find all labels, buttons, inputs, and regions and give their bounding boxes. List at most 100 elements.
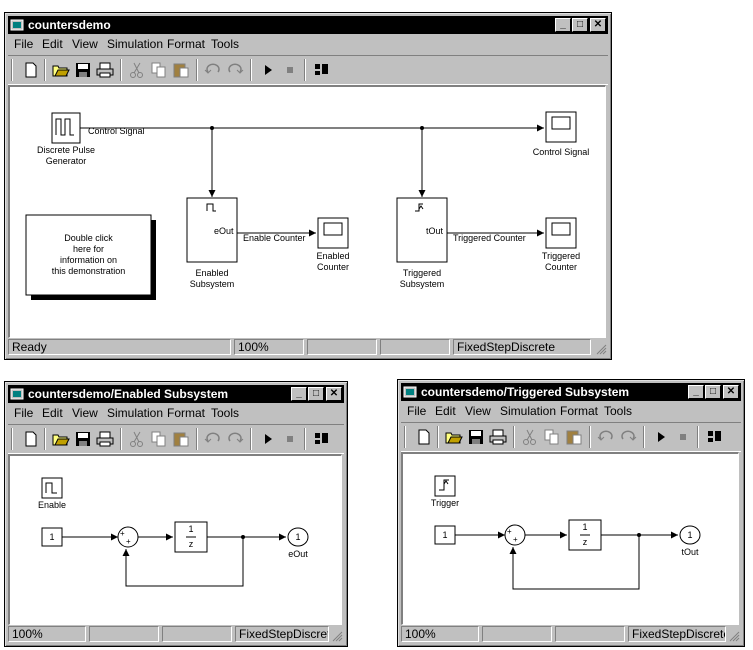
open-folder-icon[interactable] — [444, 427, 464, 447]
undo-icon[interactable] — [203, 60, 223, 80]
outport-block[interactable] — [679, 525, 701, 545]
stop-simulation-icon[interactable] — [280, 429, 300, 449]
toolbar-separator — [44, 428, 46, 450]
trigger-port-block[interactable] — [434, 475, 456, 497]
toolbar-separator — [643, 426, 645, 448]
save-icon[interactable] — [73, 60, 93, 80]
minimize-button[interactable]: _ — [291, 387, 307, 401]
toolbar-separator — [196, 428, 198, 450]
menu-simulation[interactable]: Simulation — [500, 404, 557, 418]
delay-denominator: z — [582, 537, 588, 547]
maximize-button[interactable]: □ — [705, 385, 721, 399]
copy-icon[interactable] — [149, 60, 169, 80]
simulink-app-icon — [403, 386, 417, 398]
status-cell-empty — [380, 339, 450, 355]
delay-denominator: z — [188, 539, 194, 549]
menu-view[interactable]: View — [465, 404, 491, 418]
undo-icon[interactable] — [203, 429, 223, 449]
feedback-line[interactable] — [122, 537, 244, 587]
paste-icon[interactable] — [171, 429, 191, 449]
open-folder-icon[interactable] — [51, 60, 71, 80]
redo-icon[interactable] — [225, 60, 245, 80]
title-bar[interactable]: countersdemo/Triggered Subsystem _□✕ — [401, 383, 741, 401]
resize-grip-icon[interactable] — [728, 630, 740, 642]
redo-icon[interactable] — [618, 427, 638, 447]
model-canvas[interactable]: Enable 1 + + 1 z 1 eOut — [8, 454, 342, 625]
maximize-button[interactable]: □ — [572, 18, 588, 32]
model-canvas[interactable]: Trigger 1 + + 1 z 1 tOut — [401, 452, 739, 625]
redo-icon[interactable] — [225, 429, 245, 449]
menu-format[interactable]: Format — [560, 404, 599, 418]
enable-counter-line-label: Enable Counter — [243, 233, 306, 243]
cut-icon[interactable] — [520, 427, 540, 447]
print-icon[interactable] — [95, 429, 115, 449]
print-icon[interactable] — [488, 427, 508, 447]
menu-view[interactable]: View — [72, 406, 98, 420]
menu-edit[interactable]: Edit — [42, 37, 63, 51]
close-button[interactable]: ✕ — [590, 18, 606, 32]
menu-format[interactable]: Format — [167, 406, 206, 420]
menu-edit[interactable]: Edit — [435, 404, 456, 418]
status-cell-empty — [307, 339, 377, 355]
stop-simulation-icon[interactable] — [673, 427, 693, 447]
status-bar: Ready 100% FixedStepDiscrete — [8, 338, 608, 356]
open-folder-icon[interactable] — [51, 429, 71, 449]
new-model-icon[interactable] — [21, 429, 41, 449]
triggered-subsystem-block[interactable] — [396, 197, 448, 263]
menu-bar: File Edit View Simulation Format Tools — [401, 402, 741, 421]
copy-icon[interactable] — [149, 429, 169, 449]
toolbar-grip — [11, 59, 13, 81]
save-icon[interactable] — [466, 427, 486, 447]
copy-icon[interactable] — [542, 427, 562, 447]
enabled-subsystem-block[interactable] — [186, 197, 238, 263]
menu-simulation[interactable]: Simulation — [107, 37, 164, 51]
library-browser-icon[interactable] — [312, 60, 332, 80]
minimize-button[interactable]: _ — [555, 18, 571, 32]
library-browser-icon[interactable] — [705, 427, 725, 447]
model-canvas[interactable]: Discrete Pulse Generator Control Signal … — [8, 85, 606, 338]
enabled-subsystem-label: Enabled Subsystem — [189, 268, 235, 289]
outport-block[interactable] — [287, 527, 309, 547]
stop-simulation-icon[interactable] — [280, 60, 300, 80]
sum-sign-bottom: + — [126, 537, 131, 546]
control-signal-line-label: Control Signal — [88, 126, 145, 136]
cut-icon[interactable] — [127, 60, 147, 80]
close-button[interactable]: ✕ — [326, 387, 342, 401]
close-button[interactable]: ✕ — [723, 385, 739, 399]
maximize-button[interactable]: □ — [308, 387, 324, 401]
menu-file[interactable]: File — [407, 404, 427, 418]
save-icon[interactable] — [73, 429, 93, 449]
toolbar-separator — [120, 428, 122, 450]
cut-icon[interactable] — [127, 429, 147, 449]
minimize-button[interactable]: _ — [688, 385, 704, 399]
start-simulation-icon[interactable] — [258, 429, 278, 449]
resize-grip-icon[interactable] — [331, 630, 343, 642]
menu-file[interactable]: File — [14, 406, 34, 420]
menu-tools[interactable]: Tools — [604, 404, 633, 418]
resize-grip-icon[interactable] — [595, 343, 607, 355]
solver-name: FixedStepDiscrete — [235, 626, 329, 642]
title-bar[interactable]: countersdemo/Enabled Subsystem _□✕ — [8, 385, 344, 403]
menu-tools[interactable]: Tools — [211, 37, 240, 51]
paste-icon[interactable] — [171, 60, 191, 80]
undo-icon[interactable] — [596, 427, 616, 447]
pulse-generator-block[interactable] — [51, 112, 81, 144]
start-simulation-icon[interactable] — [258, 60, 278, 80]
library-browser-icon[interactable] — [312, 429, 332, 449]
info-box[interactable] — [25, 214, 152, 296]
menu-simulation[interactable]: Simulation — [107, 406, 164, 420]
feedback-line[interactable] — [509, 535, 640, 590]
paste-icon[interactable] — [564, 427, 584, 447]
status-text: Ready — [8, 339, 231, 355]
title-bar[interactable]: countersdemo _□✕ — [8, 16, 608, 34]
start-simulation-icon[interactable] — [651, 427, 671, 447]
menu-file[interactable]: File — [14, 37, 34, 51]
new-model-icon[interactable] — [21, 60, 41, 80]
menu-bar: File Edit View Simulation Format Tools — [8, 35, 608, 54]
menu-format[interactable]: Format — [167, 37, 206, 51]
menu-view[interactable]: View — [72, 37, 98, 51]
menu-edit[interactable]: Edit — [42, 406, 63, 420]
new-model-icon[interactable] — [414, 427, 434, 447]
print-icon[interactable] — [95, 60, 115, 80]
menu-tools[interactable]: Tools — [211, 406, 240, 420]
